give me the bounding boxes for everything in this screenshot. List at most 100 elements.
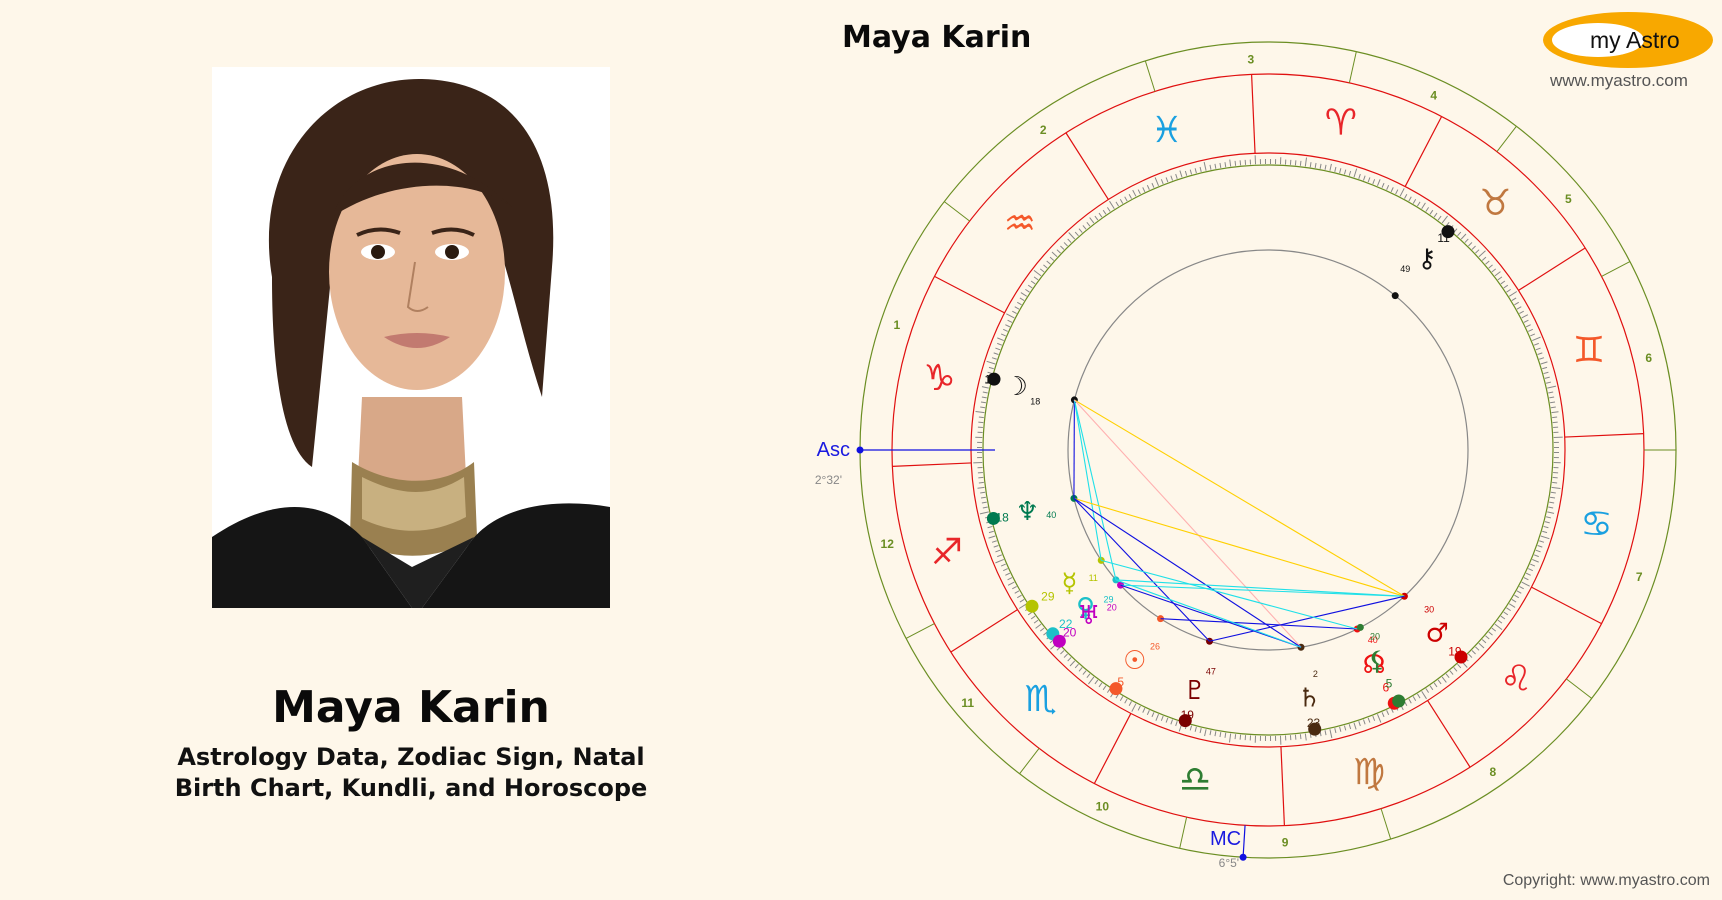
aspect-line [1073,399,1102,561]
sign-glyph-capricorn-icon: ♑ [923,358,955,399]
degree-tick [1018,603,1028,609]
degree-tick [1429,685,1434,691]
moon-degree: 17 [984,372,998,386]
degree-tick [1532,558,1539,563]
degree-tick [1506,607,1511,612]
degree-tick [1005,572,1011,576]
degree-tick [1549,501,1555,504]
degree-tick [1019,297,1025,301]
degree-tick [1012,586,1017,590]
degree-tick [1358,173,1361,179]
myastro-logo[interactable]: my Astro [1542,10,1715,70]
degree-tick [1151,712,1155,718]
degree-tick [997,337,1004,342]
house-number-2: 2 [1040,123,1047,137]
degree-tick [1433,682,1438,688]
degree-tick [988,535,996,539]
sign-divider [1564,432,1644,438]
degree-tick [1548,391,1554,394]
aspect-circle [1067,249,1469,651]
degree-tick [1550,491,1556,494]
degree-tick [1137,189,1141,195]
degree-tick [1068,232,1076,240]
degree-tick [1539,540,1545,543]
sign-divider [1093,713,1132,784]
degree-tick [1012,310,1017,314]
degree-tick [1063,653,1068,658]
degree-tick [1412,696,1417,701]
degree-tick [1132,189,1137,197]
degree-tick [979,511,989,515]
mars-degree: 19 [1448,644,1462,658]
house-cusp-line [1380,808,1392,840]
degree-tick [1376,179,1381,186]
degree-tick [1324,730,1327,736]
degree-tick [1094,679,1099,685]
degree-tick [1299,734,1302,740]
degree-tick [1067,238,1072,243]
degree-tick [1033,270,1042,277]
degree-tick [1224,732,1227,738]
saturn-glyph-icon: ♄ [1298,684,1321,714]
degree-tick [1165,177,1169,183]
degree-tick [1429,209,1434,215]
aspect-line [1073,497,1302,648]
neptune-glyph-icon: ♆ [1016,497,1039,527]
degree-tick [1030,280,1036,285]
degree-tick [1511,599,1517,603]
degree-tick [1146,710,1150,716]
degree-tick [1078,228,1083,233]
degree-tick [1449,670,1454,675]
degree-tick [1481,256,1487,261]
degree-tick [1334,727,1337,734]
degree-tick [1399,188,1405,197]
degree-tick [1000,333,1006,337]
sign-divider [892,462,972,468]
degree-tick [1025,288,1030,293]
sign-glyph-leo-icon: ♌ [1500,658,1532,699]
degree-tick [1421,690,1427,700]
degree-tick [1543,525,1549,529]
aspect-line [1120,584,1405,597]
degree-tick [1160,179,1164,185]
aspect-line [1101,559,1358,630]
planet-marker-mercury [1025,599,1039,613]
degree-tick [1433,212,1438,218]
planet-marker-mars [1454,650,1468,664]
house-number-12: 12 [881,537,895,551]
sign-glyph-gemini-icon: ♊ [1573,330,1605,371]
planet-marker-saturn [1308,722,1322,736]
degree-tick [1339,726,1342,732]
degree-tick [1421,202,1426,210]
degree-tick [1542,366,1548,370]
degree-tick [1184,170,1188,176]
uranus-minutes: 20 [1107,602,1117,612]
moon-glyph-icon: ☽ [1005,372,1028,402]
degree-tick [1348,724,1352,730]
site-url[interactable]: www.myastro.com [1550,71,1688,90]
degree-tick [1098,682,1103,688]
degree-tick [1481,639,1487,644]
house-number-4: 4 [1430,89,1437,103]
degree-tick [1494,623,1503,630]
planet-marker-moon [987,372,1001,386]
degree-tick [1179,170,1183,178]
degree-tick [1549,496,1556,499]
degree-tick [1548,506,1554,509]
house-cusp-line [1496,126,1517,153]
degree-tick [1537,352,1543,356]
degree-tick [1552,481,1558,484]
degree-tick [1545,381,1552,384]
degree-tick [1404,194,1408,199]
degree-tick [1437,215,1442,221]
degree-tick [1539,357,1545,360]
degree-tick [1234,160,1237,166]
degree-tick [1441,676,1447,683]
degree-tick [995,549,1001,553]
degree-tick [1508,291,1518,297]
degree-tick [1547,511,1555,514]
degree-tick [1514,594,1519,599]
degree-tick [1014,306,1020,310]
degree-tick [1488,631,1493,636]
